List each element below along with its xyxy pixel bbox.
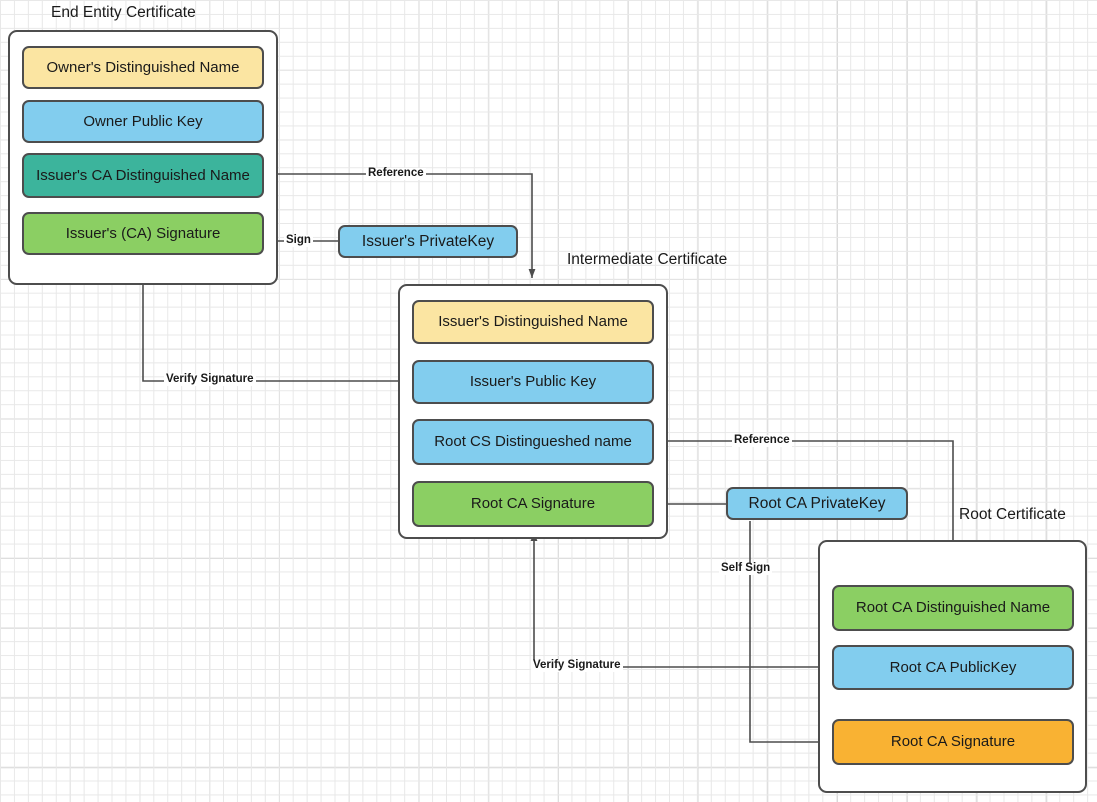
root-field-root-ca-signature[interactable]: Root CA Signature <box>832 719 1074 765</box>
edge-label-sign-top: Sign <box>284 234 313 247</box>
end-entity-field-owner-public-key[interactable]: Owner Public Key <box>22 100 264 143</box>
intermediate-field-root-cs-distingueshed-name[interactable]: Root CS Distingueshed name <box>412 419 654 465</box>
end-entity-field-issuer-ca-signature[interactable]: Issuer's (CA) Signature <box>22 212 264 255</box>
end-entity-field-issuer-ca-distinguished-name[interactable]: Issuer's CA Distinguished Name <box>22 153 264 198</box>
edge-self-sign <box>749 521 827 746</box>
issuer-private-key-box[interactable]: Issuer's PrivateKey <box>338 225 518 258</box>
edge-label-verify-bottom: Verify Signature <box>531 659 623 672</box>
intermediate-field-issuer-public-key[interactable]: Issuer's Public Key <box>412 360 654 404</box>
root-field-root-ca-distinguished-name[interactable]: Root CA Distinguished Name <box>832 585 1074 631</box>
edge-label-self-sign: Self Sign <box>719 562 773 575</box>
edge-verify-bottom <box>530 532 832 668</box>
end-entity-field-owner-distinguished-name[interactable]: Owner's Distinguished Name <box>22 46 264 89</box>
root-field-root-ca-public-key[interactable]: Root CA PublicKey <box>832 645 1074 690</box>
edge-label-reference-bottom: Reference <box>732 434 792 447</box>
edge-label-verify-top: Verify Signature <box>164 373 256 386</box>
end-entity-certificate-title: End Entity Certificate <box>51 4 196 21</box>
root-ca-private-key-box[interactable]: Root CA PrivateKey <box>726 487 908 520</box>
root-certificate-title: Root Certificate <box>959 506 1066 523</box>
intermediate-certificate-title: Intermediate Certificate <box>567 251 728 268</box>
intermediate-field-root-ca-signature[interactable]: Root CA Signature <box>412 481 654 527</box>
edge-label-reference-top: Reference <box>366 167 426 180</box>
intermediate-field-issuer-distinguished-name[interactable]: Issuer's Distinguished Name <box>412 300 654 344</box>
